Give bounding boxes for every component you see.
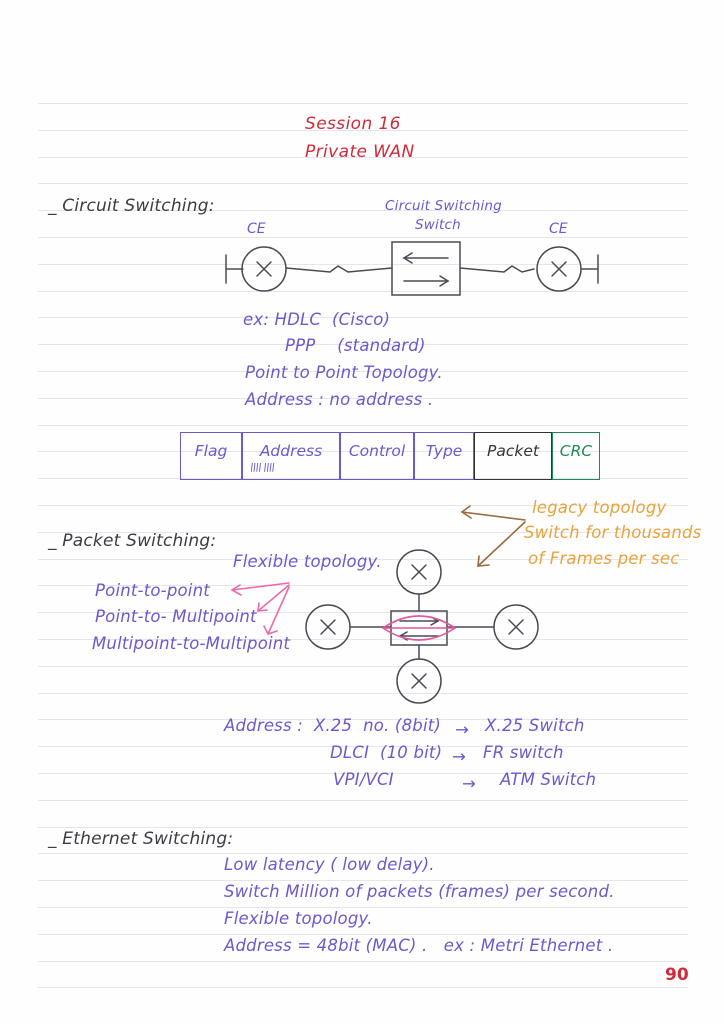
frame-cell: CRC [552,432,600,480]
heading-ethernet-switching: _ Ethernet Switching: [48,829,234,849]
circuit-note-0: ex: HDLC (Cisco) [243,310,391,329]
paper-rule-line [38,746,688,747]
paper-rule-line [38,398,688,399]
frame-cell-label: Type [425,442,463,460]
page-title-line2: Private WAN [305,142,415,162]
paper-rule-line [38,130,688,131]
ethernet-note-3: Address = 48bit (MAC) . ex : Metri Ether… [224,936,614,955]
paper-rule-line [38,961,688,962]
paper-rule-line [38,934,688,935]
ethernet-note-1: Switch Million of packets (frames) per s… [224,882,615,901]
paper-rule-line [38,344,688,345]
frame-format-table: Flag Address\\\\ \\\\ Control Type Packet CRC [180,432,600,480]
flexible-topology-note: Flexible topology. [233,552,382,571]
paper-rule-line [38,907,688,908]
heading-packet-switching: _ Packet Switching: [48,531,217,551]
paper-rule-line [38,264,688,265]
topology-item-0: Point-to-point [95,581,210,600]
paper-rule-line [38,157,688,158]
ethernet-note-0: Low latency ( low delay). [224,855,435,874]
circuit-note-2: Point to Point Topology. [245,363,443,382]
paper-rule-line [38,183,688,184]
legacy-note-0: legacy topology [532,498,667,517]
topology-item-1: Point-to- Multipoint [95,607,257,626]
frame-cell: Control [340,432,414,480]
page-number: 90 [665,965,689,985]
address-row-1-left: DLCI (10 bit) [330,743,443,762]
frame-cell-label: Address [259,442,323,460]
paper-rule-line [38,666,688,667]
frame-cell: Flag [180,432,242,480]
circuit-note-1: PPP (standard) [285,336,426,355]
paper-rule-line [38,210,688,211]
paper-rule-line [38,532,688,533]
frame-cell-label: Flag [194,442,228,460]
address-row-0-right: X.25 Switch [485,716,585,735]
paper-rule-line [38,103,688,104]
paper-rule-line [38,559,688,560]
address-row-2-arrow: → [462,774,477,793]
paper-rule-line [38,291,688,292]
ce-label-right: CE [549,221,568,237]
paper-rule-line [38,853,688,854]
topology-item-2: Multipoint-to-Multipoint [92,634,291,653]
paper-rule-line [38,773,688,774]
frame-cell: Address\\\\ \\\\ [242,432,340,480]
paper-rule-line [38,612,688,613]
paper-rule-line [38,451,688,452]
paper-rule-line [38,505,688,506]
ce-label-left: CE [247,221,266,237]
paper-rule-line [38,880,688,881]
circuit-note-3: Address : no address . [245,390,434,409]
paper-rule-line [38,478,688,479]
frame-cell-label: Packet [487,442,539,460]
frame-cell: Type [414,432,474,480]
paper-rule-line [38,371,688,372]
frame-cell: Packet [474,432,552,480]
paper-rule-line [38,800,688,801]
legacy-note-1: Switch for thousands [524,523,702,542]
address-row-2-left: VPI/VCI [333,770,394,789]
frame-cell-label: CRC [559,442,593,460]
circuit-switch-label-line2: Switch [415,217,461,233]
frame-cell-tickmarks: \\\\ \\\\ [251,461,276,474]
address-row-0-arrow: → [455,720,470,739]
heading-circuit-switching: _ Circuit Switching: [48,196,215,216]
paper-rule-line [38,639,688,640]
paper-rule-line [38,317,688,318]
circuit-switch-label-line1: Circuit Switching [385,198,502,214]
legacy-note-2: of Frames per sec [528,549,680,568]
paper-rule-line [38,693,688,694]
paper-rule-line [38,987,688,988]
address-row-1-arrow: → [452,747,467,766]
frame-cell-label: Control [348,442,406,460]
paper-rule-line [38,827,688,828]
ethernet-note-2: Flexible topology. [224,909,373,928]
paper-rule-line [38,237,688,238]
paper-rule-line [38,425,688,426]
address-row-2-right: ATM Switch [500,770,597,789]
address-row-1-right: FR switch [483,743,564,762]
address-row-0-left: Address : X.25 no. (8bit) [224,716,442,735]
page-title-line1: Session 16 [305,114,401,134]
paper-rule-line [38,719,688,720]
paper-rule-line [38,585,688,586]
